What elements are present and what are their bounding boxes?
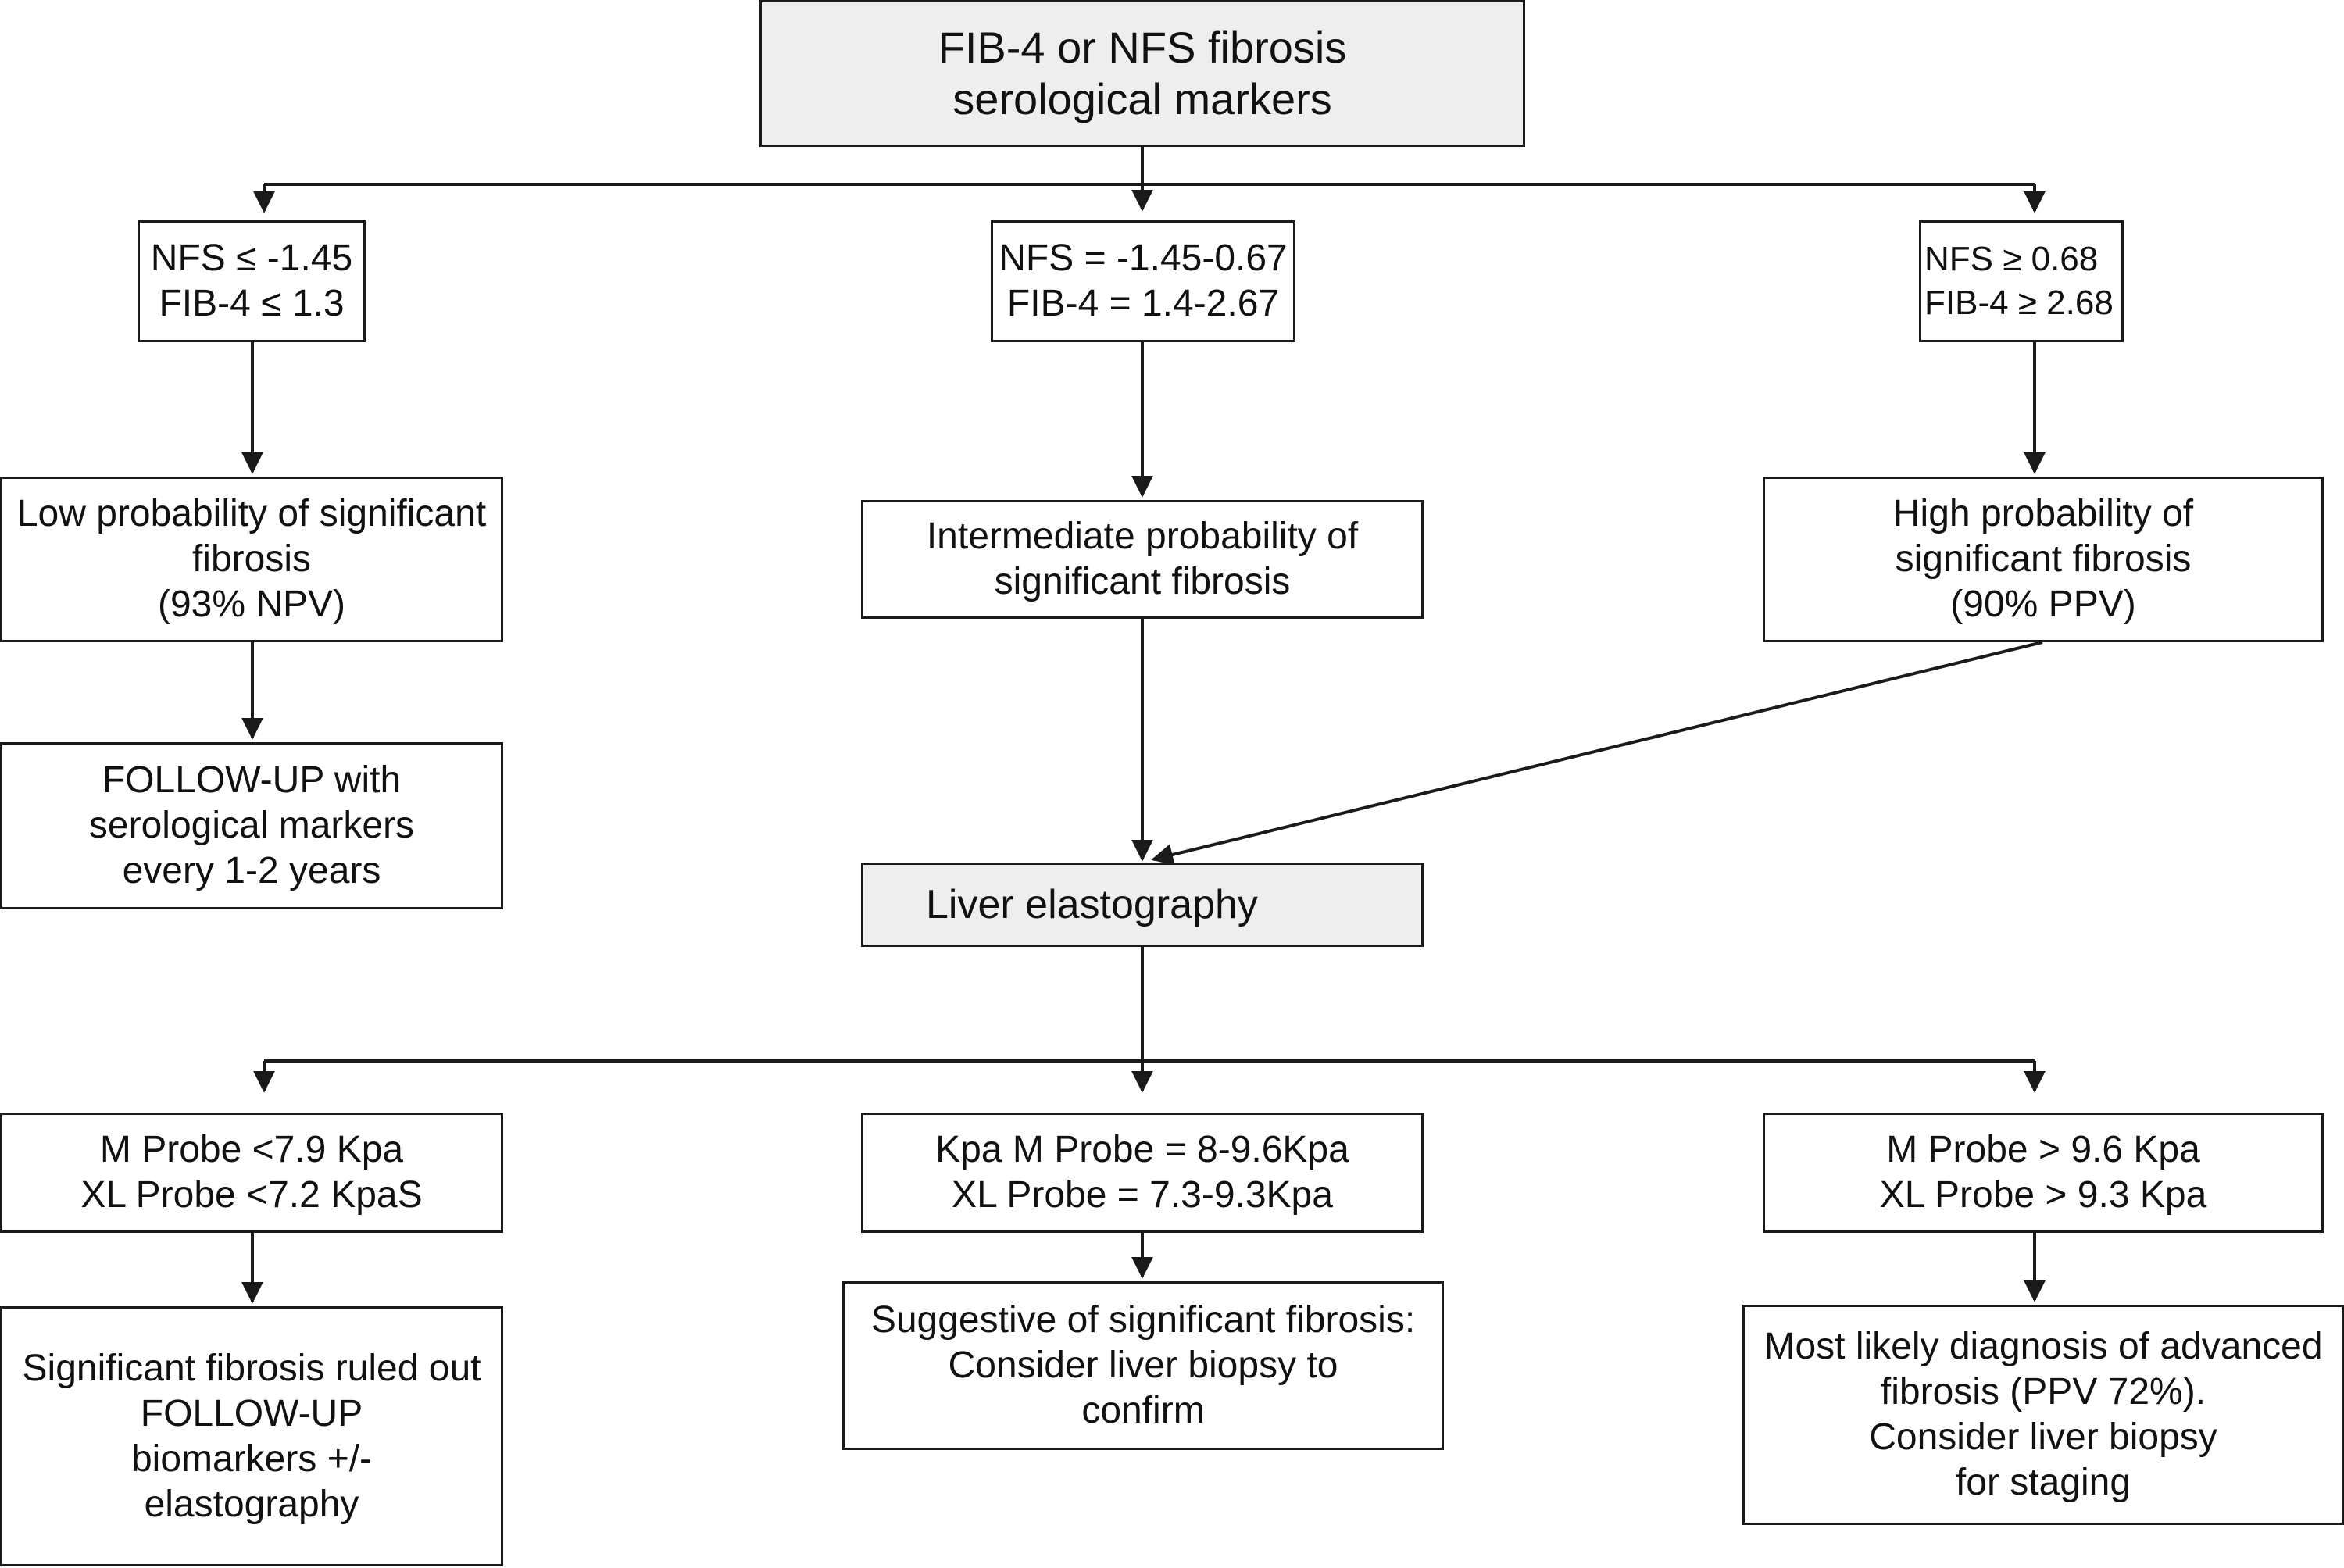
kpa-low-line-1: M Probe <7.9 Kpa bbox=[99, 1129, 404, 1170]
result-high-line-2: fibrosis (PPV 72%). bbox=[1880, 1371, 2206, 1413]
nfs-low-box: NFS ≤ -1.45 FIB-4 ≤ 1.3 bbox=[138, 220, 366, 342]
prob-mid-line-2: significant fibrosis bbox=[994, 561, 1291, 602]
result-high-line-1: Most likely diagnosis of advanced bbox=[1763, 1326, 2323, 1367]
kpa-high-line-1: M Probe > 9.6 Kpa bbox=[1886, 1129, 2200, 1170]
result-mid-line-1: Suggestive of significant fibrosis: bbox=[870, 1299, 1416, 1341]
result-low-line-1: Significant fibrosis ruled out bbox=[22, 1347, 481, 1389]
kpa-high-box: M Probe > 9.6 Kpa XL Probe > 9.3 Kpa bbox=[1763, 1113, 2324, 1233]
elastography-label: Liver elastography bbox=[926, 882, 1258, 927]
followup-line-2: serological markers bbox=[88, 805, 415, 846]
nfs-mid-line-1: NFS = -1.45-0.67 bbox=[999, 238, 1288, 279]
prob-high-line-1: High probability of bbox=[1892, 493, 2194, 534]
prob-low-box: Low probability of significant fibrosis … bbox=[0, 477, 503, 642]
result-mid-line-2: Consider liver biopsy to bbox=[948, 1345, 1338, 1386]
prob-high-line-2: significant fibrosis bbox=[1895, 538, 2192, 580]
result-high-line-3: Consider liver biopsy bbox=[1869, 1416, 2217, 1458]
nfs-high-box: NFS ≥ 0.68 FIB-4 ≥ 2.68 bbox=[1919, 220, 2124, 342]
prob-high-line-3: (90% PPV) bbox=[1950, 584, 2136, 625]
nfs-high-line-2: FIB-4 ≥ 2.68 bbox=[1924, 284, 2114, 322]
nfs-mid-box: NFS = -1.45-0.67 FIB-4 = 1.4-2.67 bbox=[991, 220, 1295, 342]
result-low-line-3: biomarkers +/- bbox=[130, 1438, 373, 1480]
arrow-prob-high-to-elastography bbox=[1151, 641, 2043, 866]
kpa-mid-line-2: XL Probe = 7.3-9.3Kpa bbox=[952, 1174, 1333, 1216]
prob-mid-box: Intermediate probability of significant … bbox=[861, 500, 1424, 619]
result-low-box: Significant fibrosis ruled out FOLLOW-UP… bbox=[0, 1306, 503, 1566]
followup-line-3: every 1-2 years bbox=[122, 850, 381, 891]
prob-low-line-2: fibrosis bbox=[191, 538, 312, 580]
nfs-low-line-2: FIB-4 ≤ 1.3 bbox=[159, 283, 345, 324]
prob-mid-line-1: Intermediate probability of bbox=[926, 516, 1359, 557]
kpa-mid-line-1: Kpa M Probe = 8-9.6Kpa bbox=[935, 1129, 1349, 1170]
prob-high-box: High probability of significant fibrosis… bbox=[1763, 477, 2324, 642]
result-low-line-2: FOLLOW-UP bbox=[140, 1392, 363, 1434]
prob-low-line-1: Low probability of significant bbox=[16, 493, 487, 534]
result-low-line-4: elastography bbox=[144, 1483, 359, 1525]
root-line-1: FIB-4 or NFS fibrosis bbox=[938, 23, 1347, 72]
kpa-high-line-2: XL Probe > 9.3 Kpa bbox=[1879, 1174, 2207, 1216]
result-high-line-4: for staging bbox=[1955, 1462, 2131, 1503]
followup-box: FOLLOW-UP with serological markers every… bbox=[0, 742, 503, 909]
elastography-box: Liver elastography bbox=[861, 863, 1424, 947]
kpa-low-box: M Probe <7.9 Kpa XL Probe <7.2 KpaS bbox=[0, 1113, 503, 1233]
prob-low-line-3: (93% NPV) bbox=[157, 584, 346, 625]
nfs-mid-line-2: FIB-4 = 1.4-2.67 bbox=[1006, 283, 1280, 324]
result-mid-line-3: confirm bbox=[1081, 1390, 1205, 1431]
nfs-low-line-1: NFS ≤ -1.45 bbox=[150, 238, 353, 279]
root-box: FIB-4 or NFS fibrosis serological marker… bbox=[759, 0, 1525, 147]
nfs-high-line-1: NFS ≥ 0.68 bbox=[1924, 240, 2099, 278]
kpa-low-line-2: XL Probe <7.2 KpaS bbox=[80, 1174, 423, 1216]
result-mid-box: Suggestive of significant fibrosis: Cons… bbox=[842, 1281, 1444, 1450]
root-line-2: serological markers bbox=[952, 74, 1332, 123]
followup-line-1: FOLLOW-UP with bbox=[102, 759, 402, 801]
result-high-box: Most likely diagnosis of advanced fibros… bbox=[1742, 1305, 2344, 1525]
kpa-mid-box: Kpa M Probe = 8-9.6Kpa XL Probe = 7.3-9.… bbox=[861, 1113, 1424, 1233]
